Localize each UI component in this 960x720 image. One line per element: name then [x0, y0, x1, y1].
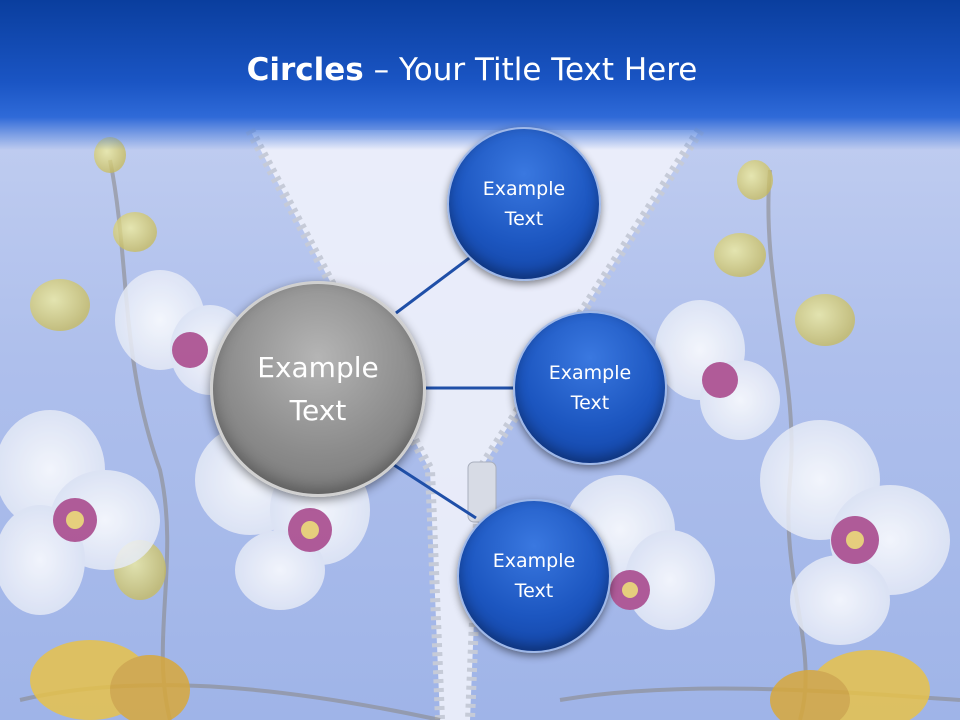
satellite-circle-2[interactable]: Example Text	[513, 311, 667, 465]
zipper-opening	[250, 130, 700, 720]
title-banner	[0, 0, 960, 150]
slide-title[interactable]: Circles – Your Title Text Here	[0, 52, 944, 88]
hub-circle[interactable]: Example Text	[210, 281, 426, 497]
connector-1	[395, 248, 481, 315]
satellite-label-3: Example Text	[492, 549, 576, 602]
satellite-label-1: Example Text	[482, 177, 566, 230]
satellite-circle-1[interactable]: Example Text	[447, 127, 601, 281]
hub-label: Example Text	[257, 350, 379, 427]
title-rest: – Your Title Text Here	[363, 52, 698, 88]
satellite-label-2: Example Text	[548, 361, 632, 414]
title-bold: Circles	[246, 52, 364, 88]
connector-3	[393, 463, 477, 520]
satellite-circle-3[interactable]: Example Text	[457, 499, 611, 653]
